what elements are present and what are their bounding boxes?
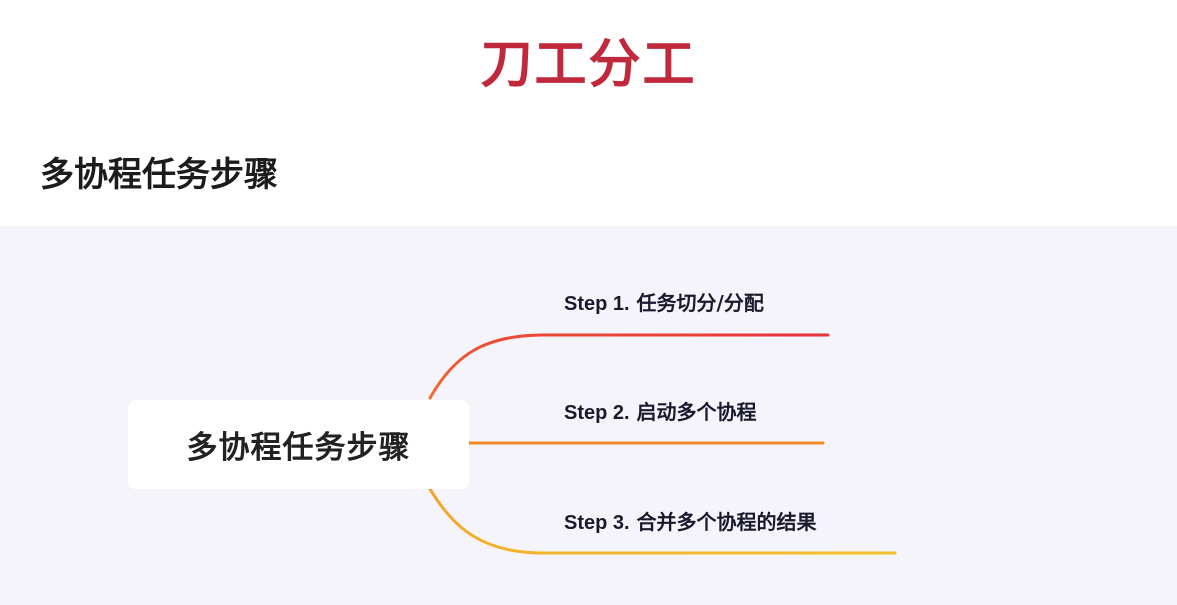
branch-text-1: 任务切分/分配: [636, 291, 764, 315]
branch-label-3: Step 3. 合并多个协程的结果: [564, 508, 817, 537]
mindmap-canvas: 多协程任务步骤 Step 1. 任务切分/分配 Step 2. 启动多个协程 S…: [0, 226, 1177, 605]
branch-step-1: Step 1.: [564, 293, 630, 315]
mindmap-root-node: 多协程任务步骤: [128, 400, 469, 489]
branch-label-1: Step 1. 任务切分/分配: [564, 289, 764, 318]
mindmap-connectors: [428, 333, 897, 555]
branch-label-2: Step 2. 启动多个协程: [564, 398, 757, 427]
branch-text-3: 合并多个协程的结果: [636, 510, 817, 534]
branch-connector-1: [428, 333, 830, 400]
section-heading: 多协程任务步骤: [40, 155, 278, 195]
branch-step-2: Step 2.: [564, 402, 630, 424]
branch-step-3: Step 3.: [564, 512, 630, 534]
page-title: 刀工分工: [480, 35, 697, 95]
branch-connector-3: [428, 487, 897, 555]
branch-text-2: 启动多个协程: [636, 400, 757, 424]
